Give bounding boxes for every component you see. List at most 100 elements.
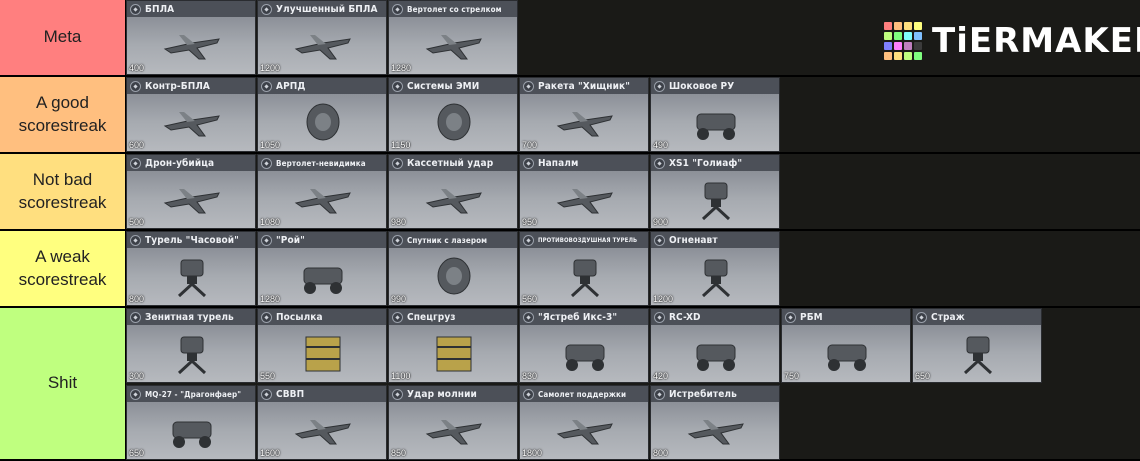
sam-turret-icon [570,259,600,298]
logo-grid-cell [894,32,902,40]
card-header: БПЛА [127,1,255,17]
card-name: АРПД [276,80,306,92]
card-header: Самолет поддержки [520,386,648,402]
scorestreak-badge-icon [130,157,141,169]
support-aircraft-icon [556,420,613,445]
card-header: Страж [913,309,1041,325]
scorestreak-card[interactable]: Ракета "Хищник"700 [519,77,649,152]
card-cost: 490 [653,140,669,150]
scorestreak-badge-icon [654,388,665,400]
card-header: Ракета "Хищник" [520,78,648,94]
scorestreak-card[interactable]: "Ястреб Икс-3" 830 [519,308,649,383]
predator-missile-icon [556,112,613,137]
card-cost: 400 [129,63,145,73]
uav-icon [163,35,220,60]
rcxd-icon [696,344,736,371]
scorestreak-card[interactable]: MQ-27 - "Драгонфаер"650 [126,385,256,460]
card-header: Удар молнии [389,386,517,402]
card-header: RC-XD [651,309,779,325]
scorestreak-badge-icon [130,388,141,400]
scorestreak-badge-icon [523,157,534,169]
scorestreak-badge-icon [654,157,665,169]
card-name: "Ястреб Икс-3" [538,311,618,323]
scorestreak-badge-icon [261,234,272,246]
card-cost: 1150 [391,140,411,150]
scorestreak-badge-icon [261,311,272,323]
orbital-laser-icon [437,257,471,295]
card-header: MQ-27 - "Драгонфаер" [127,386,255,402]
card-header: РБМ [782,309,910,325]
logo-grid-cell [884,52,892,60]
card-header: АРПД [258,78,386,94]
card-header: Дрон-убийца [127,155,255,171]
tier-label[interactable]: Meta [0,0,126,75]
card-name: Спутник с лазером [407,235,488,245]
card-name: Истребитель [669,388,737,400]
scorestreak-card[interactable]: "Рой"1280 [257,231,387,306]
arpd-icon [306,103,340,141]
card-header: Системы ЭМИ [389,78,517,94]
tier-label[interactable]: A weak scorestreak [0,231,126,306]
pyronaut-icon [701,259,731,298]
logo-grid-cell [904,52,912,60]
tier-label[interactable]: A good scorestreak [0,77,126,152]
scorestreak-badge-icon [785,311,796,323]
scorestreak-badge-icon [261,80,272,92]
napalm-icon [556,189,613,214]
scorestreak-card[interactable]: Системы ЭМИ 1150 [388,77,518,152]
logo-grid-icon [884,22,922,60]
stealth-chopper-icon [294,189,351,214]
card-name: Страж [931,311,965,323]
scorestreak-card[interactable]: ПРОТИВОВОЗДУШНАЯ ТУРЕЛЬ 560 [519,231,649,306]
card-name: "Рой" [276,234,305,246]
scorestreak-badge-icon [392,157,403,169]
card-name: Ракета "Хищник" [538,80,630,92]
card-name: Удар молнии [407,388,477,400]
tier-label[interactable]: Shit [0,308,126,459]
card-name: СВВП [276,388,305,400]
card-cost: 1100 [391,371,411,381]
card-name: ПРОТИВОВОЗДУШНАЯ ТУРЕЛЬ [538,236,638,244]
card-header: "Рой" [258,232,386,248]
card-name: MQ-27 - "Драгонфаер" [145,389,242,399]
card-header: Улучшенный БПЛА [258,1,386,17]
scorestreak-badge-icon [523,80,534,92]
fighter-jet-icon [687,420,744,445]
scorestreak-card[interactable]: XS1 "Голиаф"900 [650,154,780,229]
logo-grid-cell [894,52,902,60]
logo-grid-cell [904,22,912,30]
tier-label[interactable]: Not bad scorestreak [0,154,126,229]
scorestreak-card[interactable]: БПЛА 400 [126,0,256,75]
tiermaker-logo[interactable]: TiERMAKER [884,20,1140,62]
logo-grid-cell [914,52,922,60]
scorestreak-card[interactable]: Турель "Часовой"800 [126,231,256,306]
card-cost: 560 [522,294,538,304]
scorestreak-badge-icon [130,3,141,15]
card-cost: 830 [522,371,538,381]
logo-grid-cell [914,32,922,40]
hunter-killer-drone-icon [163,189,220,214]
